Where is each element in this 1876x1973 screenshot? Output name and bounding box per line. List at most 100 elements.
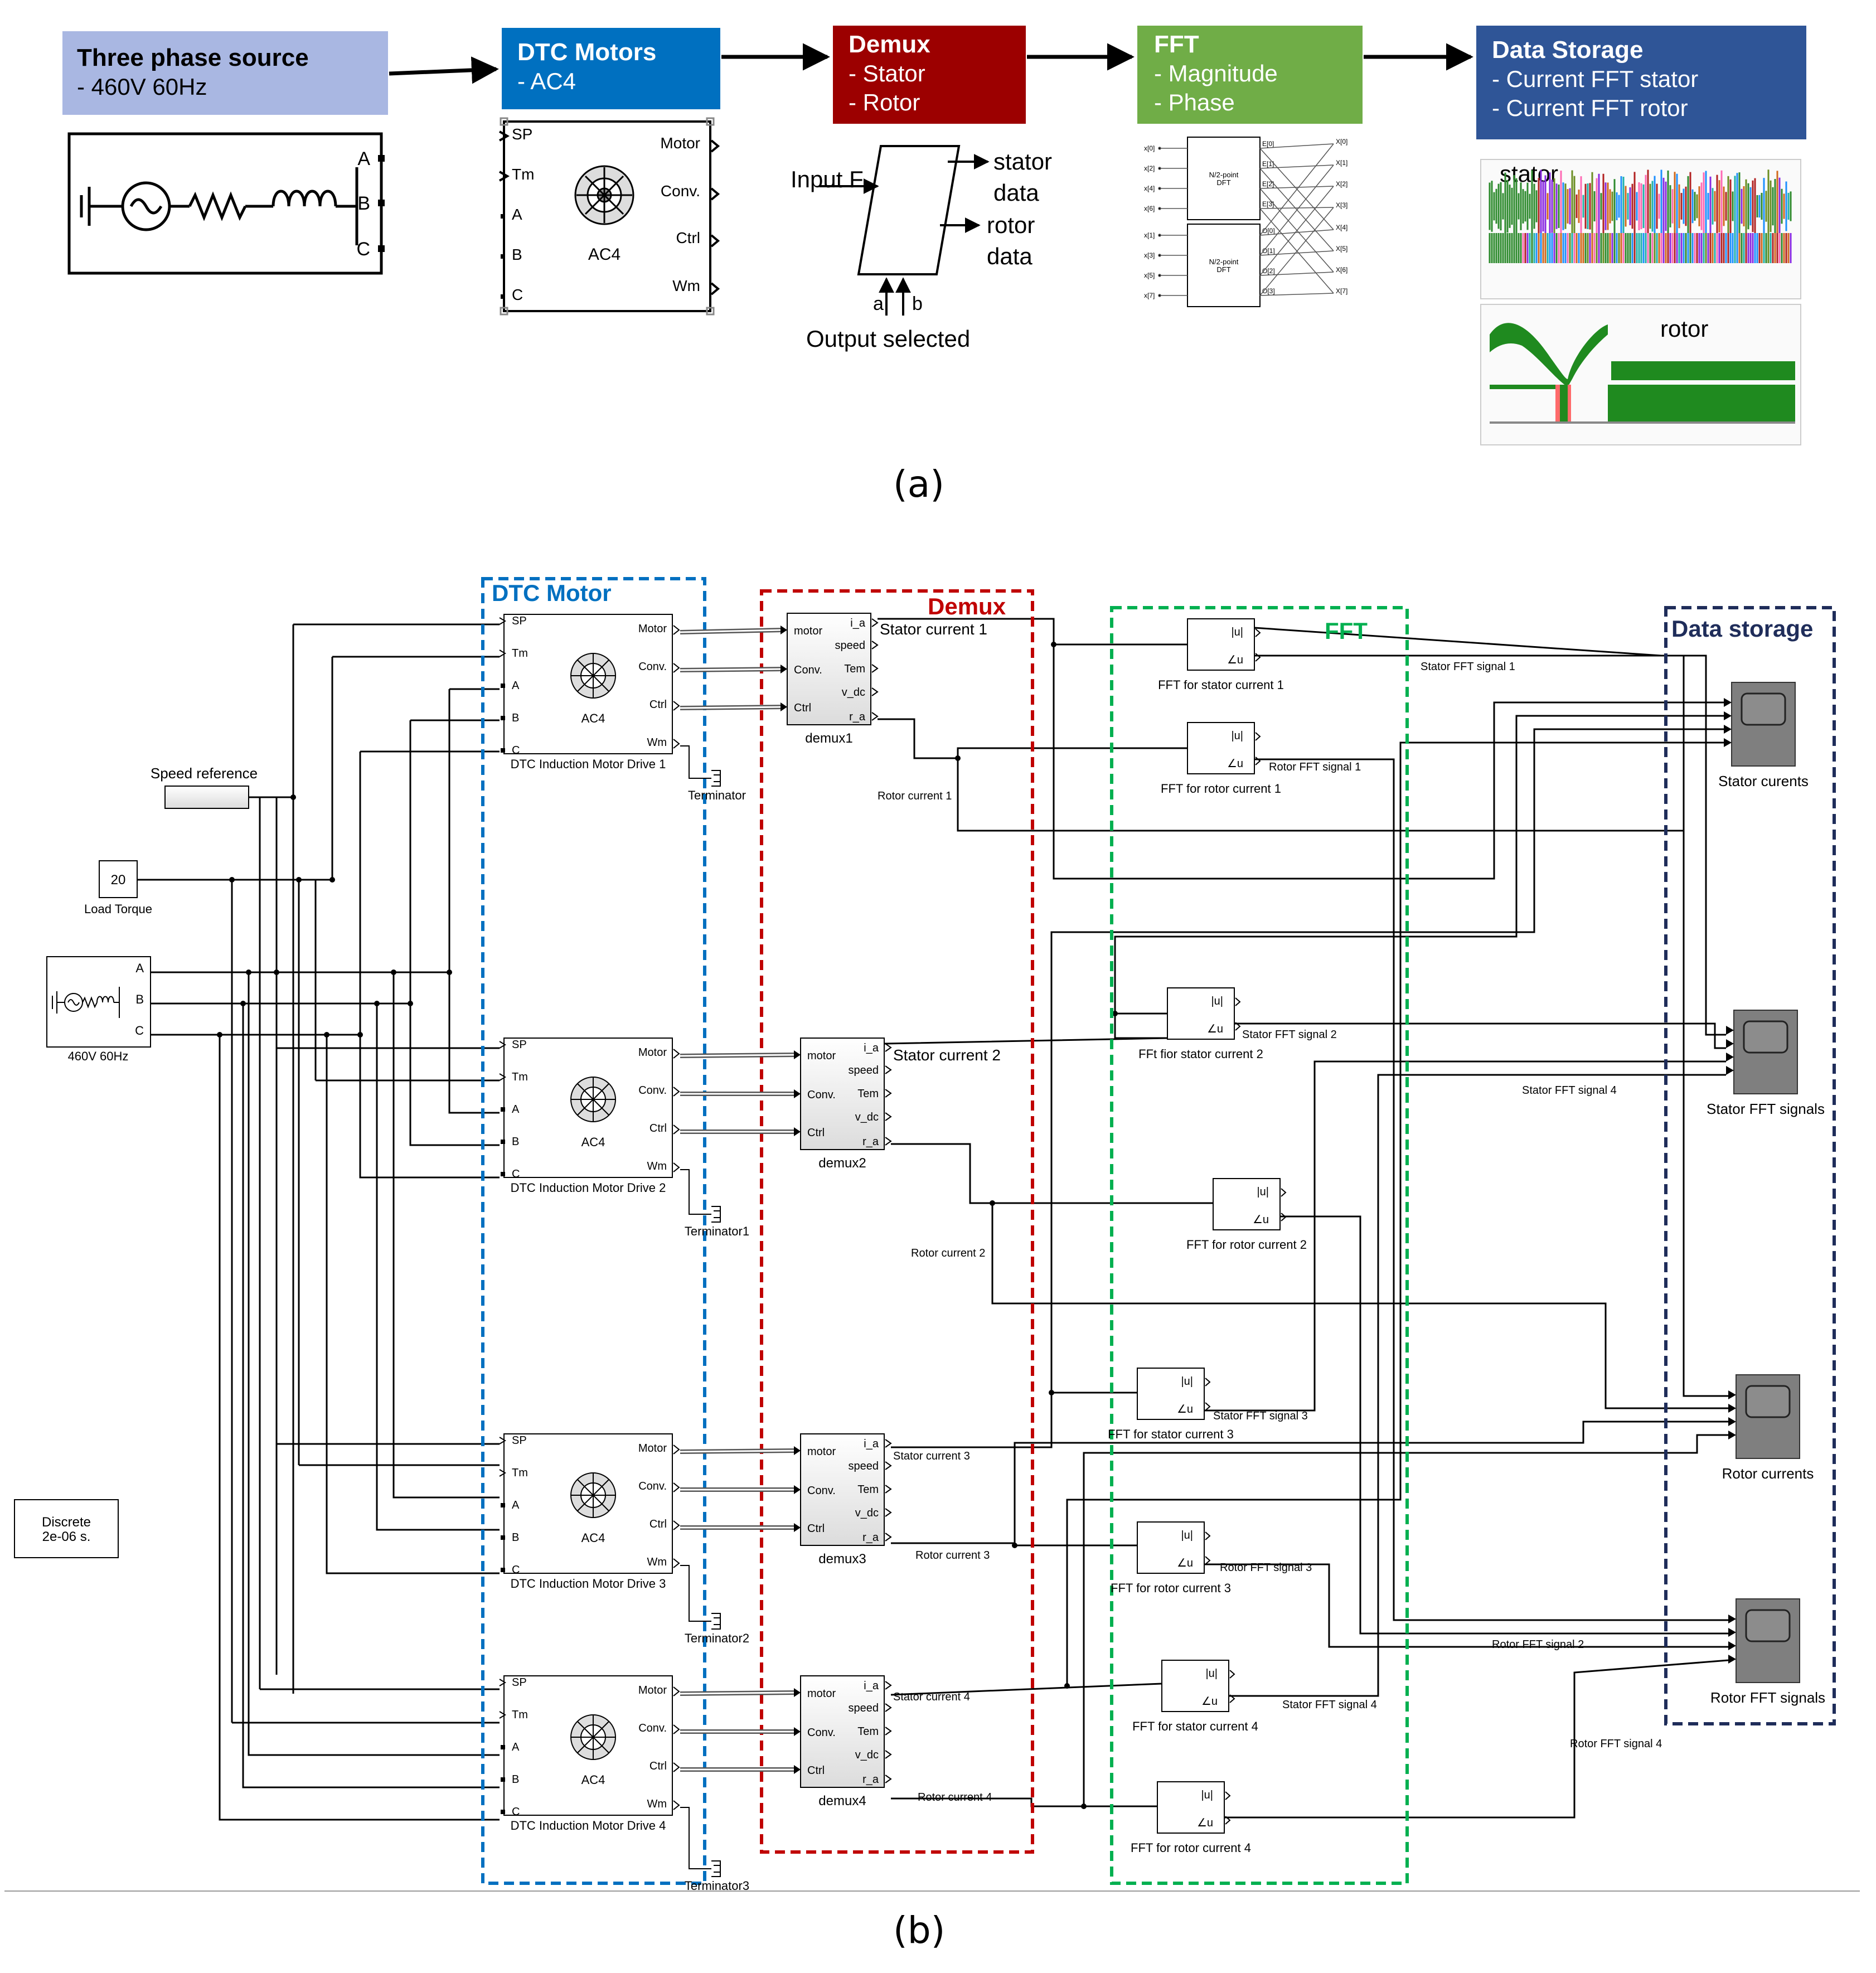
drive2-out-0: Motor (638, 1046, 667, 1059)
drive3-in-2: A (512, 1499, 520, 1511)
terminator-1 (680, 745, 721, 787)
rotor-current-label-2: Rotor current 2 (911, 1247, 985, 1259)
demux2-in-2: Ctrl (807, 1127, 825, 1139)
drive2-in-4: C (512, 1168, 520, 1180)
demux1-out-1: speed (835, 639, 866, 652)
b-source-port-c: C (135, 1024, 144, 1038)
fft-output-1: X[1] (1336, 159, 1347, 167)
drive4-in-0: SP (512, 1676, 527, 1689)
drive2-icon-label: AC4 (581, 1135, 605, 1149)
data-storage-title: Data Storage (1492, 36, 1644, 64)
drive3-out-1: Conv. (638, 1480, 667, 1492)
fft6-phase: ∠u (1177, 1557, 1193, 1569)
drive4-out-1: Conv. (638, 1722, 667, 1734)
demux2-out-2: Tem (857, 1088, 879, 1100)
demux4-name: demux4 (818, 1793, 866, 1809)
fft-magnitude-item: - Magnitude (1154, 60, 1278, 86)
drive3-icon-label: AC4 (581, 1531, 605, 1545)
drive1-out-1: Conv. (638, 661, 667, 673)
drive1-in-2: A (512, 680, 520, 692)
dtc-in-tm: Tm (512, 166, 534, 183)
demux-select-b: b (912, 293, 923, 314)
panel-b-junctions (217, 642, 1118, 1809)
demux4-out-2: Tem (857, 1725, 879, 1738)
fft8-name: FFT for rotor current 4 (1131, 1841, 1251, 1855)
dtc-in-sp: SP (512, 125, 532, 143)
solver-label-2: 2e-06 s. (42, 1529, 91, 1544)
demux2-in-0: motor (807, 1050, 836, 1062)
fft-output-2: X[2] (1336, 180, 1347, 188)
drive4-icon-label: AC4 (581, 1773, 605, 1787)
scope-block-4: Rotor FFT signals (1710, 1598, 1825, 1706)
stator-plot-traces (1489, 169, 1792, 263)
dtc-motor-block: SP Tm A B C Motor Conv. Ctrl Wm AC4 (499, 117, 720, 316)
fft4-name: FFT for rotor current 2 (1186, 1238, 1307, 1252)
dtc-in-c: C (512, 286, 523, 303)
fft-output-4: X[4] (1336, 224, 1347, 231)
demux-title: Demux (849, 31, 930, 58)
source-port-a: A (357, 148, 370, 169)
drive1-out-2: Ctrl (649, 699, 667, 711)
fft4-phase: ∠u (1253, 1214, 1269, 1226)
demux3-out-3: v_dc (855, 1507, 879, 1519)
fft2-name: FFT for rotor current 1 (1161, 782, 1281, 796)
demux3-name: demux3 (818, 1552, 866, 1567)
demux4-out-3: v_dc (855, 1749, 879, 1761)
dtc-out-conv: Conv. (661, 182, 700, 200)
demux3-out-2: Tem (857, 1484, 879, 1496)
dtc-motors-title: DTC Motors (517, 38, 657, 66)
scope2-label: Stator FFT signals (1707, 1101, 1825, 1117)
group-fft-label: FFT (1325, 618, 1368, 644)
drive2-out-3: Wm (647, 1160, 667, 1172)
demux4-in-0: motor (807, 1688, 836, 1700)
fft-input-4: x[1] (1144, 231, 1155, 239)
rotor-current-label-4: Rotor current 4 (918, 1791, 992, 1804)
drive4-out-2: Ctrl (649, 1760, 667, 1772)
demux3-in-1: Conv. (807, 1485, 836, 1497)
demux3-out-4: r_a (862, 1531, 879, 1544)
fft-phase-item: - Phase (1154, 89, 1235, 115)
demux2-out-3: v_dc (855, 1111, 879, 1123)
signal-label-2: Rotor FFT signal 1 (1269, 761, 1361, 773)
demux3-out-1: speed (849, 1460, 879, 1472)
drive3-in-3: B (512, 1531, 519, 1544)
drive2-in-0: SP (512, 1039, 527, 1051)
induction-motor-icon (574, 165, 634, 225)
fft7-phase: ∠u (1201, 1695, 1218, 1708)
signal-label-3: Stator FFT signal 2 (1242, 1029, 1337, 1041)
fft2-phase: ∠u (1227, 758, 1243, 770)
motor-icon (570, 653, 616, 699)
fft-even-0: E[0] (1262, 140, 1274, 148)
fft-input-3: x[6] (1144, 205, 1155, 212)
dft-top-label-2: DFT (1216, 178, 1230, 187)
demux-stator-out-1: stator (993, 148, 1052, 174)
scope1-label: Stator curents (1718, 773, 1809, 789)
drive3-name: DTC Induction Motor Drive 3 (511, 1577, 666, 1591)
fft-output-0: X[0] (1336, 138, 1347, 146)
speed-reference-label: Speed reference (151, 765, 258, 782)
fft-box: FFT - Magnitude - Phase (1137, 26, 1363, 124)
dtc-out-ctrl: Ctrl (676, 229, 700, 246)
fft1-mag: |u| (1231, 626, 1243, 638)
drive1-in-0: SP (512, 615, 527, 627)
demux1-in-1: Conv. (794, 664, 822, 676)
drive1-out-3: Wm (647, 736, 667, 749)
drive3-out-2: Ctrl (649, 1518, 667, 1530)
caption-a: (a) (893, 463, 944, 506)
demux-input-label: Input F (791, 166, 864, 192)
rotor-plot-label: rotor (1660, 316, 1708, 342)
drive3-out-0: Motor (638, 1442, 667, 1455)
fft8-phase: ∠u (1197, 1817, 1213, 1829)
demux3-out-0: i_a (864, 1438, 879, 1450)
